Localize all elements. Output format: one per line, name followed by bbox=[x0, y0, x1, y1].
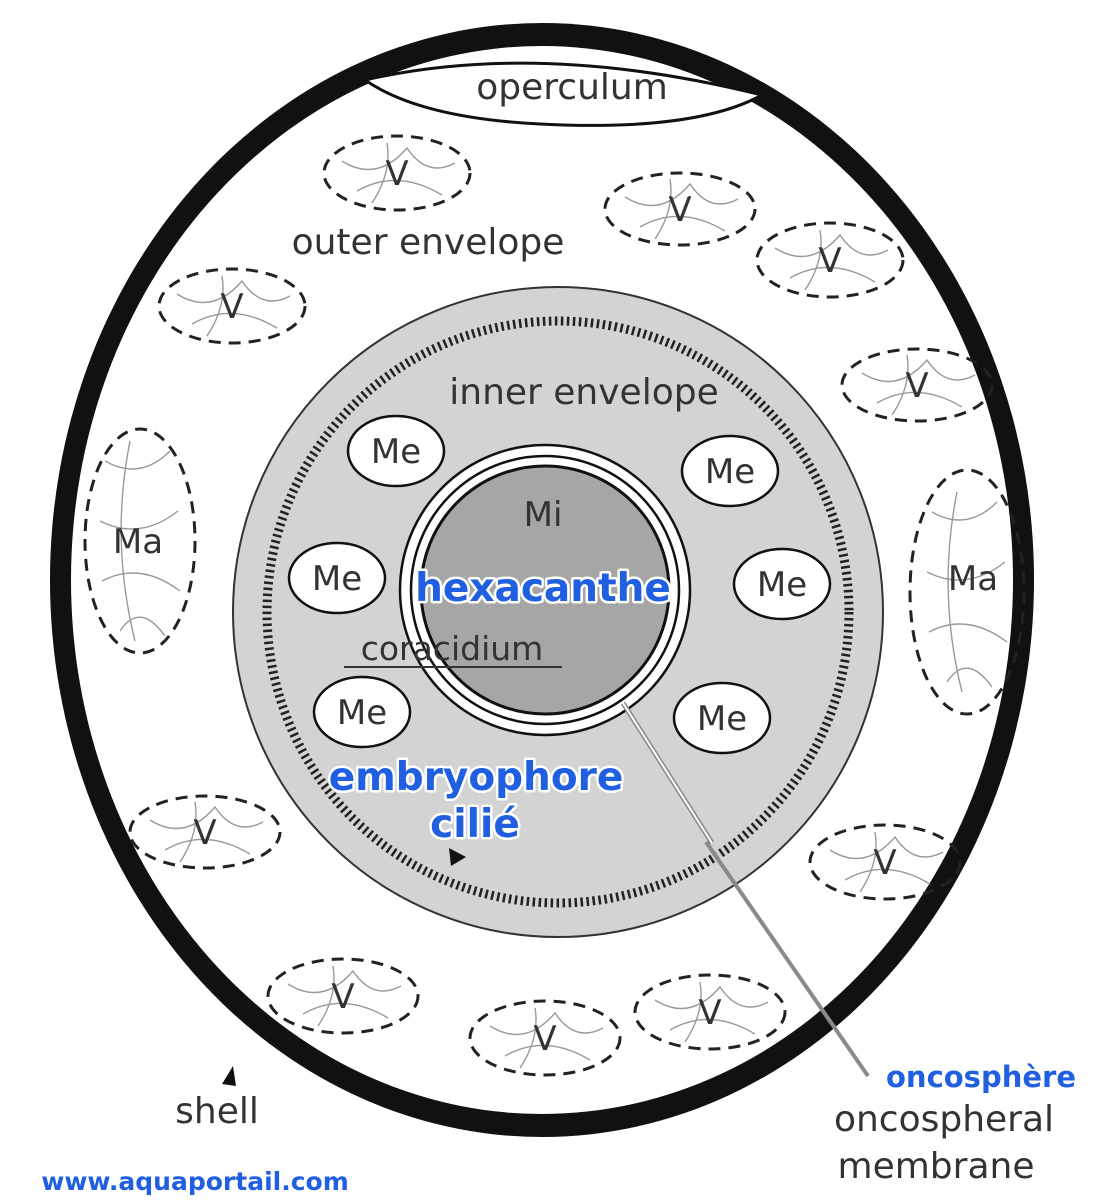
mesomere: Me bbox=[732, 547, 832, 621]
vesicle-label: V bbox=[818, 241, 841, 281]
vesicle: V bbox=[128, 794, 282, 870]
vesicle-label: V bbox=[668, 190, 691, 230]
mesomere-label: Me bbox=[337, 693, 387, 733]
hexacanthe-label: hexacanthe bbox=[415, 566, 671, 611]
vesicle-label: V bbox=[220, 287, 243, 327]
mesomere: Me bbox=[312, 675, 412, 749]
membrane-pointer bbox=[704, 840, 870, 1078]
operculum bbox=[361, 61, 767, 127]
operculum-label: operculum bbox=[476, 67, 668, 108]
mesomere-label: Me bbox=[312, 559, 362, 599]
vesicle-label: V bbox=[533, 1019, 556, 1059]
coracidium-label: coracidium bbox=[361, 629, 544, 668]
mesomere: Me bbox=[287, 541, 387, 615]
vesicle: V bbox=[603, 171, 757, 247]
ciliated-embryophore bbox=[262, 316, 854, 908]
mesomere-label: Me bbox=[705, 452, 755, 492]
inner-envelope-label: inner envelope bbox=[449, 372, 718, 413]
vesicle-label: V bbox=[331, 977, 354, 1017]
vesicle: V bbox=[840, 347, 994, 423]
oncosphere-core bbox=[419, 464, 671, 716]
mesomere: Me bbox=[346, 414, 446, 488]
cilia-arrow-icon bbox=[449, 848, 466, 866]
mesomere-label: Me bbox=[697, 699, 747, 739]
vesicle: V bbox=[808, 823, 962, 901]
vesicle: V bbox=[468, 999, 622, 1077]
mesomere: Me bbox=[680, 434, 780, 508]
mesomere-label: Me bbox=[757, 565, 807, 605]
micromere-label: Mi bbox=[524, 495, 563, 535]
oncospheral-membrane-label-line2: membrane bbox=[838, 1146, 1035, 1187]
vesicle: V bbox=[266, 957, 420, 1035]
macromere: Ma bbox=[83, 427, 197, 655]
outer-envelope-label: outer envelope bbox=[292, 222, 565, 263]
vesicle: V bbox=[322, 134, 472, 212]
vesicle-label: V bbox=[873, 843, 896, 883]
embryophore-pointer-inner bbox=[622, 702, 713, 844]
watermark: www.aquaportail.com bbox=[41, 1167, 349, 1196]
vesicle-label: V bbox=[193, 813, 216, 853]
macromere: Ma bbox=[908, 468, 1026, 716]
shell-label: shell bbox=[175, 1091, 259, 1132]
embryophore-label-line2: cilié bbox=[430, 802, 520, 847]
macromere-label: Ma bbox=[948, 559, 998, 599]
vesicle: V bbox=[633, 973, 787, 1051]
embryophore-label-line1: embryophore bbox=[329, 755, 624, 800]
mesomere: Me bbox=[672, 681, 772, 755]
vesicle-label: V bbox=[905, 366, 928, 406]
oncosphere-label: oncosphère bbox=[886, 1060, 1076, 1094]
vesicle: V bbox=[755, 221, 905, 299]
mesomere-label: Me bbox=[371, 432, 421, 472]
shell-arrow-icon bbox=[222, 1066, 236, 1086]
vesicle: V bbox=[157, 267, 307, 345]
vesicle-label: V bbox=[698, 993, 721, 1033]
vesicle-label: V bbox=[385, 154, 408, 194]
macromere-label: Ma bbox=[113, 522, 163, 562]
oncospheral-membrane-label-line1: oncospheral bbox=[834, 1099, 1054, 1140]
